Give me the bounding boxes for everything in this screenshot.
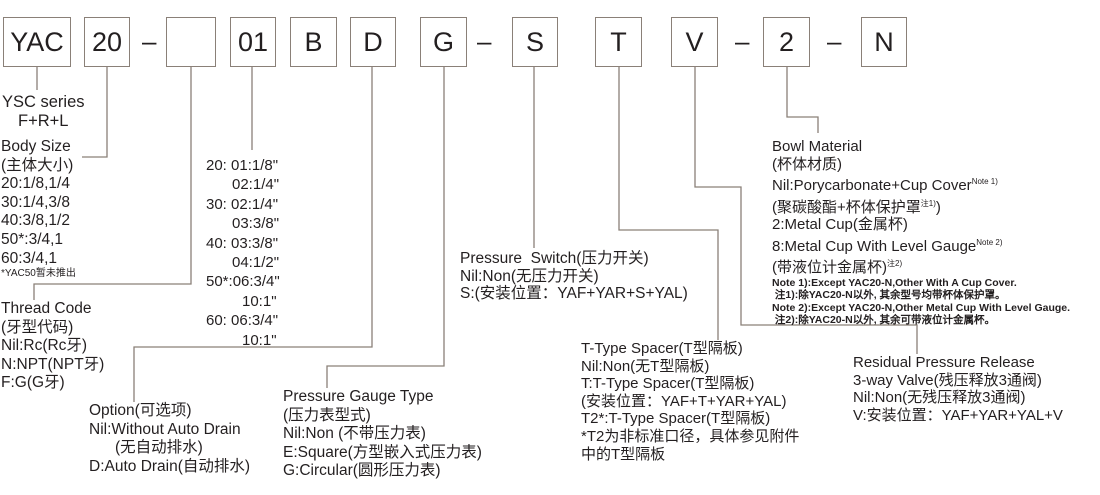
note-ref: Note 2): [976, 237, 1003, 247]
thread-code-block: Thread Code (牙型代码) Nil:Rc(Rc牙) N:NPT(NPT…: [1, 300, 104, 393]
code-box-residual: V: [671, 17, 718, 67]
code-box-b: B: [290, 17, 337, 67]
code-box-n: N: [861, 17, 907, 67]
code-box-body-size: 20: [84, 17, 130, 67]
thread-code-item: N:NPT(NPT牙): [1, 355, 105, 373]
t-spacer-title: T-Type Spacer(T型隔板): [581, 340, 743, 357]
port-size-item: 10:1": [242, 331, 277, 349]
option-item: Nil:Without Auto Drain: [89, 420, 241, 438]
body-size-block: Body Size (主体大小) 20:1/8,1/4 30:1/4,3/8 4…: [1, 138, 76, 281]
pressure-gauge-item: Nil:Non (不带压力表): [283, 425, 426, 443]
code-box-thread: [166, 17, 216, 67]
pressure-switch-block: Pressure Switch(压力开关) Nil:Non(无压力开关) S:(…: [460, 250, 688, 303]
bowl-note: 注2):除YAC20-N以外, 其余可带液位计金属杯。: [772, 314, 996, 326]
option-item: D:Auto Drain(自动排水): [89, 457, 251, 475]
pressure-gauge-item: E:Square(方型嵌入式压力表): [283, 443, 482, 461]
port-size-block: 20: 01:1/8" 02:1/4" 30: 02:1/4" 03:3/8" …: [206, 156, 280, 350]
port-size-item: 60: 06:3/4": [206, 312, 279, 330]
pressure-switch-title: Pressure Switch(压力开关): [460, 250, 649, 267]
residual-item: V:安装位置：YAF+YAR+YAL+V: [853, 406, 1063, 424]
bowl-note: Note 2):Except YAC20-N,Other Metal Cup W…: [772, 301, 1071, 314]
code-box-option: D: [350, 17, 396, 67]
pressure-gauge-item: G:Circular(圆形压力表): [283, 462, 441, 480]
bowl-item-metal: 2:Metal Cup(金属杯): [772, 216, 908, 233]
thread-code-item: F:G(G牙): [1, 374, 65, 392]
code-box-switch: S: [512, 17, 558, 67]
connector-t-spacer: [618, 67, 719, 340]
note-ref: Note 1): [971, 177, 998, 186]
series-block: YSC series F+R+L: [2, 93, 85, 131]
pressure-switch-item: S:(安装位置：YAF+YAR+S+YAL): [460, 285, 688, 302]
code-box-series: YAC: [3, 17, 71, 67]
bowl-item-nil: Nil:Porycarbonate+Cup Cover: [772, 177, 972, 194]
thread-code-title-cn: (牙型代码): [1, 318, 74, 336]
option-block: Option(可选项) Nil:Without Auto Drain (无自动排…: [89, 402, 250, 476]
t-spacer-item: *T2为非标准口径，具体参见附件: [581, 427, 800, 445]
bowl-item-gauge: 8:Metal Cup With Level Gauge: [772, 237, 977, 255]
t-spacer-item: Nil:Non(无T型隔板): [581, 357, 710, 375]
bowl-material-block: Bowl Material (杯体材质) Nil:Porycarbonate+C…: [772, 138, 1070, 327]
connector-pressure-gauge: [326, 67, 445, 388]
note-ref: 注1): [920, 198, 936, 208]
connector-residual: [694, 67, 918, 354]
option-item: (无自动排水): [115, 439, 203, 457]
code-box-gauge: G: [420, 17, 467, 67]
bowl-note: Note 1):Except YAC20-N,Other With A Cup …: [772, 276, 1017, 289]
thread-code-item: Nil:Rc(Rc牙): [1, 337, 88, 355]
connector-bowl: [786, 67, 819, 133]
pressure-gauge-block: Pressure Gauge Type (压力表型式) Nil:Non (不带压…: [283, 388, 482, 481]
separator: –: [142, 26, 157, 56]
port-size-item: 10:1": [242, 292, 277, 310]
body-size-item: 60:3/4,1: [1, 249, 58, 267]
separator: –: [827, 26, 842, 56]
connector-thread-code: [33, 67, 192, 300]
separator: –: [477, 26, 492, 56]
t-spacer-item: T2*:T-Type Spacer(T型隔板): [581, 410, 771, 428]
port-size-item: 50*:06:3/4": [206, 273, 280, 291]
bowl-note: 注1):除YAC20-N以外, 其余型号均带杯体保护罩。: [772, 289, 1006, 301]
paren: ): [935, 198, 941, 216]
option-title: Option(可选项): [89, 402, 192, 419]
t-spacer-block: T-Type Spacer(T型隔板) Nil:Non(无T型隔板) T:T-T…: [581, 340, 799, 463]
body-size-footnote: *YAC50暂未推出: [1, 268, 76, 280]
port-size-item: 04:1/2": [232, 254, 280, 272]
code-box-spacer: T: [595, 17, 642, 67]
body-size-item: 50*:3/4,1: [1, 230, 64, 248]
residual-block: Residual Pressure Release 3-way Valve(残压…: [853, 354, 1063, 424]
port-size-item: 40: 03:3/8": [206, 234, 279, 252]
body-size-title-cn: (主体大小): [1, 156, 74, 174]
body-size-title: Body Size: [1, 138, 71, 155]
code-box-port: 01: [230, 17, 276, 67]
residual-item: 3-way Valve(残压释放3通阀): [853, 371, 1042, 389]
bowl-item-nil-cn: (聚碳酸酯+杯体保护罩: [772, 198, 921, 216]
port-size-item: 02:1/4": [232, 176, 280, 194]
port-size-item: 20: 01:1/8": [206, 157, 279, 174]
pressure-gauge-title: Pressure Gauge Type: [283, 388, 434, 405]
pressure-gauge-title-cn: (压力表型式): [283, 406, 371, 424]
port-size-item: 03:3/8": [232, 215, 280, 233]
connector-option: [133, 67, 373, 402]
residual-item: Nil:Non(无残压释放3通阀): [853, 389, 1026, 407]
bowl-title-cn: (杯体材质): [772, 155, 842, 173]
t-spacer-item: (安装位置：YAF+T+YAR+YAL): [581, 392, 787, 410]
thread-code-title: Thread Code: [1, 300, 92, 317]
bowl-title: Bowl Material: [772, 138, 863, 155]
note-ref: 注2): [887, 259, 903, 268]
body-size-item: 30:1/4,3/8: [1, 193, 70, 211]
port-size-item: 30: 02:1/4": [206, 195, 279, 213]
separator: –: [735, 26, 750, 56]
body-size-item: 20:1/8,1/4: [1, 175, 70, 193]
residual-title: Residual Pressure Release: [853, 354, 1035, 371]
bowl-item-gauge-cn: (带液位计金属杯): [772, 259, 887, 276]
pressure-switch-item: Nil:Non(无压力开关): [460, 267, 599, 285]
body-size-item: 40:3/8,1/2: [1, 212, 70, 230]
code-box-bowl: 2: [763, 17, 810, 67]
series-sub: F+R+L: [18, 112, 69, 130]
t-spacer-item: 中的T型隔板: [581, 445, 666, 463]
connector-body-size: [82, 67, 108, 158]
t-spacer-item: T:T-Type Spacer(T型隔板): [581, 375, 755, 393]
series-title: YSC series: [2, 93, 85, 111]
